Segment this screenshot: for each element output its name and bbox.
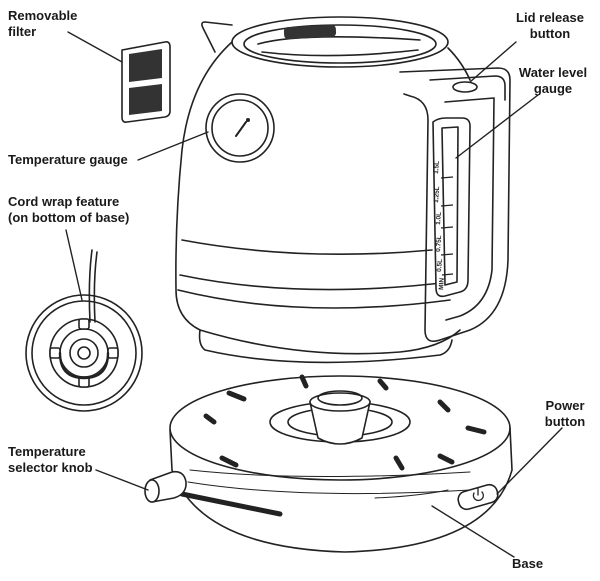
cord-wrap-detail <box>25 249 143 412</box>
gauge-mark: 1.0L <box>435 212 454 229</box>
base-label: Base <box>512 556 544 571</box>
gauge-scale: 1.5L 1.25L 1.0L 0.75L 0.5L MIN <box>433 161 454 290</box>
cord-wrap-feature-label: Cord wrap feature (on bottom of base) <box>8 194 130 225</box>
water-level-gauge-label: Water level gauge <box>518 65 588 96</box>
kettle-base <box>144 374 513 553</box>
svg-text:0.5L: 0.5L <box>436 259 444 272</box>
svg-text:1.0L: 1.0L <box>435 212 443 225</box>
leader-lines <box>65 31 563 558</box>
gauge-mark: 0.75L <box>435 235 454 256</box>
gauge-mark: 0.5L <box>436 259 454 276</box>
gauge-mark: 1.5L <box>433 161 454 179</box>
svg-text:1.25L: 1.25L <box>433 186 441 203</box>
removable-filter-label: Removable filter <box>8 8 78 39</box>
svg-text:1.5L: 1.5L <box>433 161 441 174</box>
power-icon <box>472 487 485 502</box>
gauge-mark: MIN <box>438 277 446 290</box>
power-button-label: Power button <box>544 398 586 429</box>
temperature-selector-knob-label: Temperature selector knob <box>8 444 93 475</box>
gauge-mark: 1.25L <box>433 186 454 207</box>
removable-filter <box>121 41 171 123</box>
lid-release-button-label: Lid release button <box>516 10 584 41</box>
svg-text:0.75L: 0.75L <box>435 235 443 252</box>
kettle-body <box>175 16 511 364</box>
svg-text:MIN: MIN <box>438 277 446 290</box>
temperature-gauge-label: Temperature gauge <box>8 152 128 167</box>
